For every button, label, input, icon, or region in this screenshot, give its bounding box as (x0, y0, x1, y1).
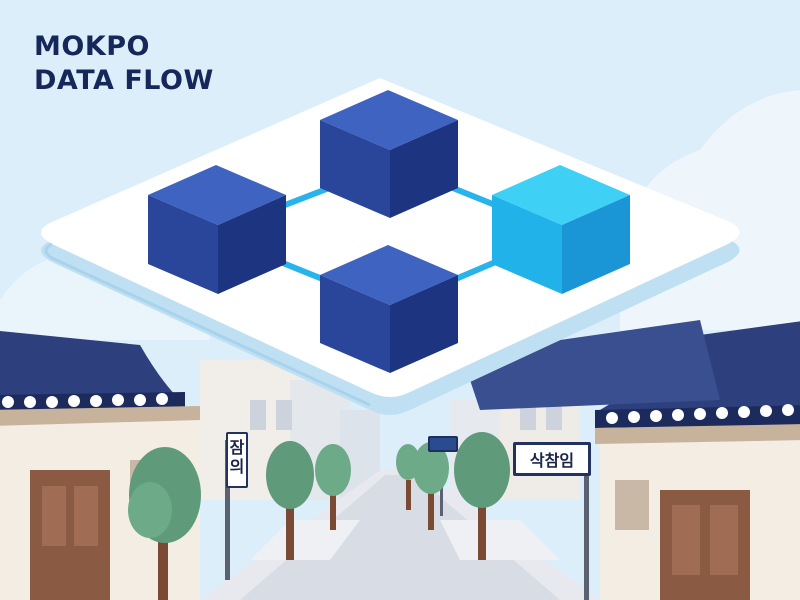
street-sign-middle (428, 436, 458, 452)
cube-node-bottom (320, 245, 458, 373)
roof-tiles-left (2, 393, 168, 408)
title-line-2: DATA FLOW (34, 65, 214, 96)
street-sign-left-line-2: 의 (229, 457, 245, 476)
tree (128, 447, 201, 600)
roof-tiles-right (606, 404, 794, 424)
title-line-1: MOKPO (34, 31, 150, 62)
street-sign-left: 잠 의 (226, 432, 248, 488)
page-title: MOKPO DATA FLOW (34, 30, 214, 98)
tree (315, 444, 351, 530)
cube-node-right (492, 165, 630, 294)
tree (454, 432, 510, 560)
tree (266, 441, 314, 560)
sign-pole-left (225, 440, 230, 580)
hanok-mid-roof (470, 320, 720, 410)
cube-node-left (148, 165, 286, 294)
tree (413, 442, 449, 530)
street-sign-left-line-1: 잠 (229, 438, 245, 457)
street-patch (440, 520, 560, 560)
tree (396, 444, 420, 510)
cube-node-top (320, 90, 458, 218)
street-sign-right: 삭참임 (513, 442, 591, 476)
street-lane (240, 475, 560, 600)
sign-pole-right (584, 450, 589, 600)
